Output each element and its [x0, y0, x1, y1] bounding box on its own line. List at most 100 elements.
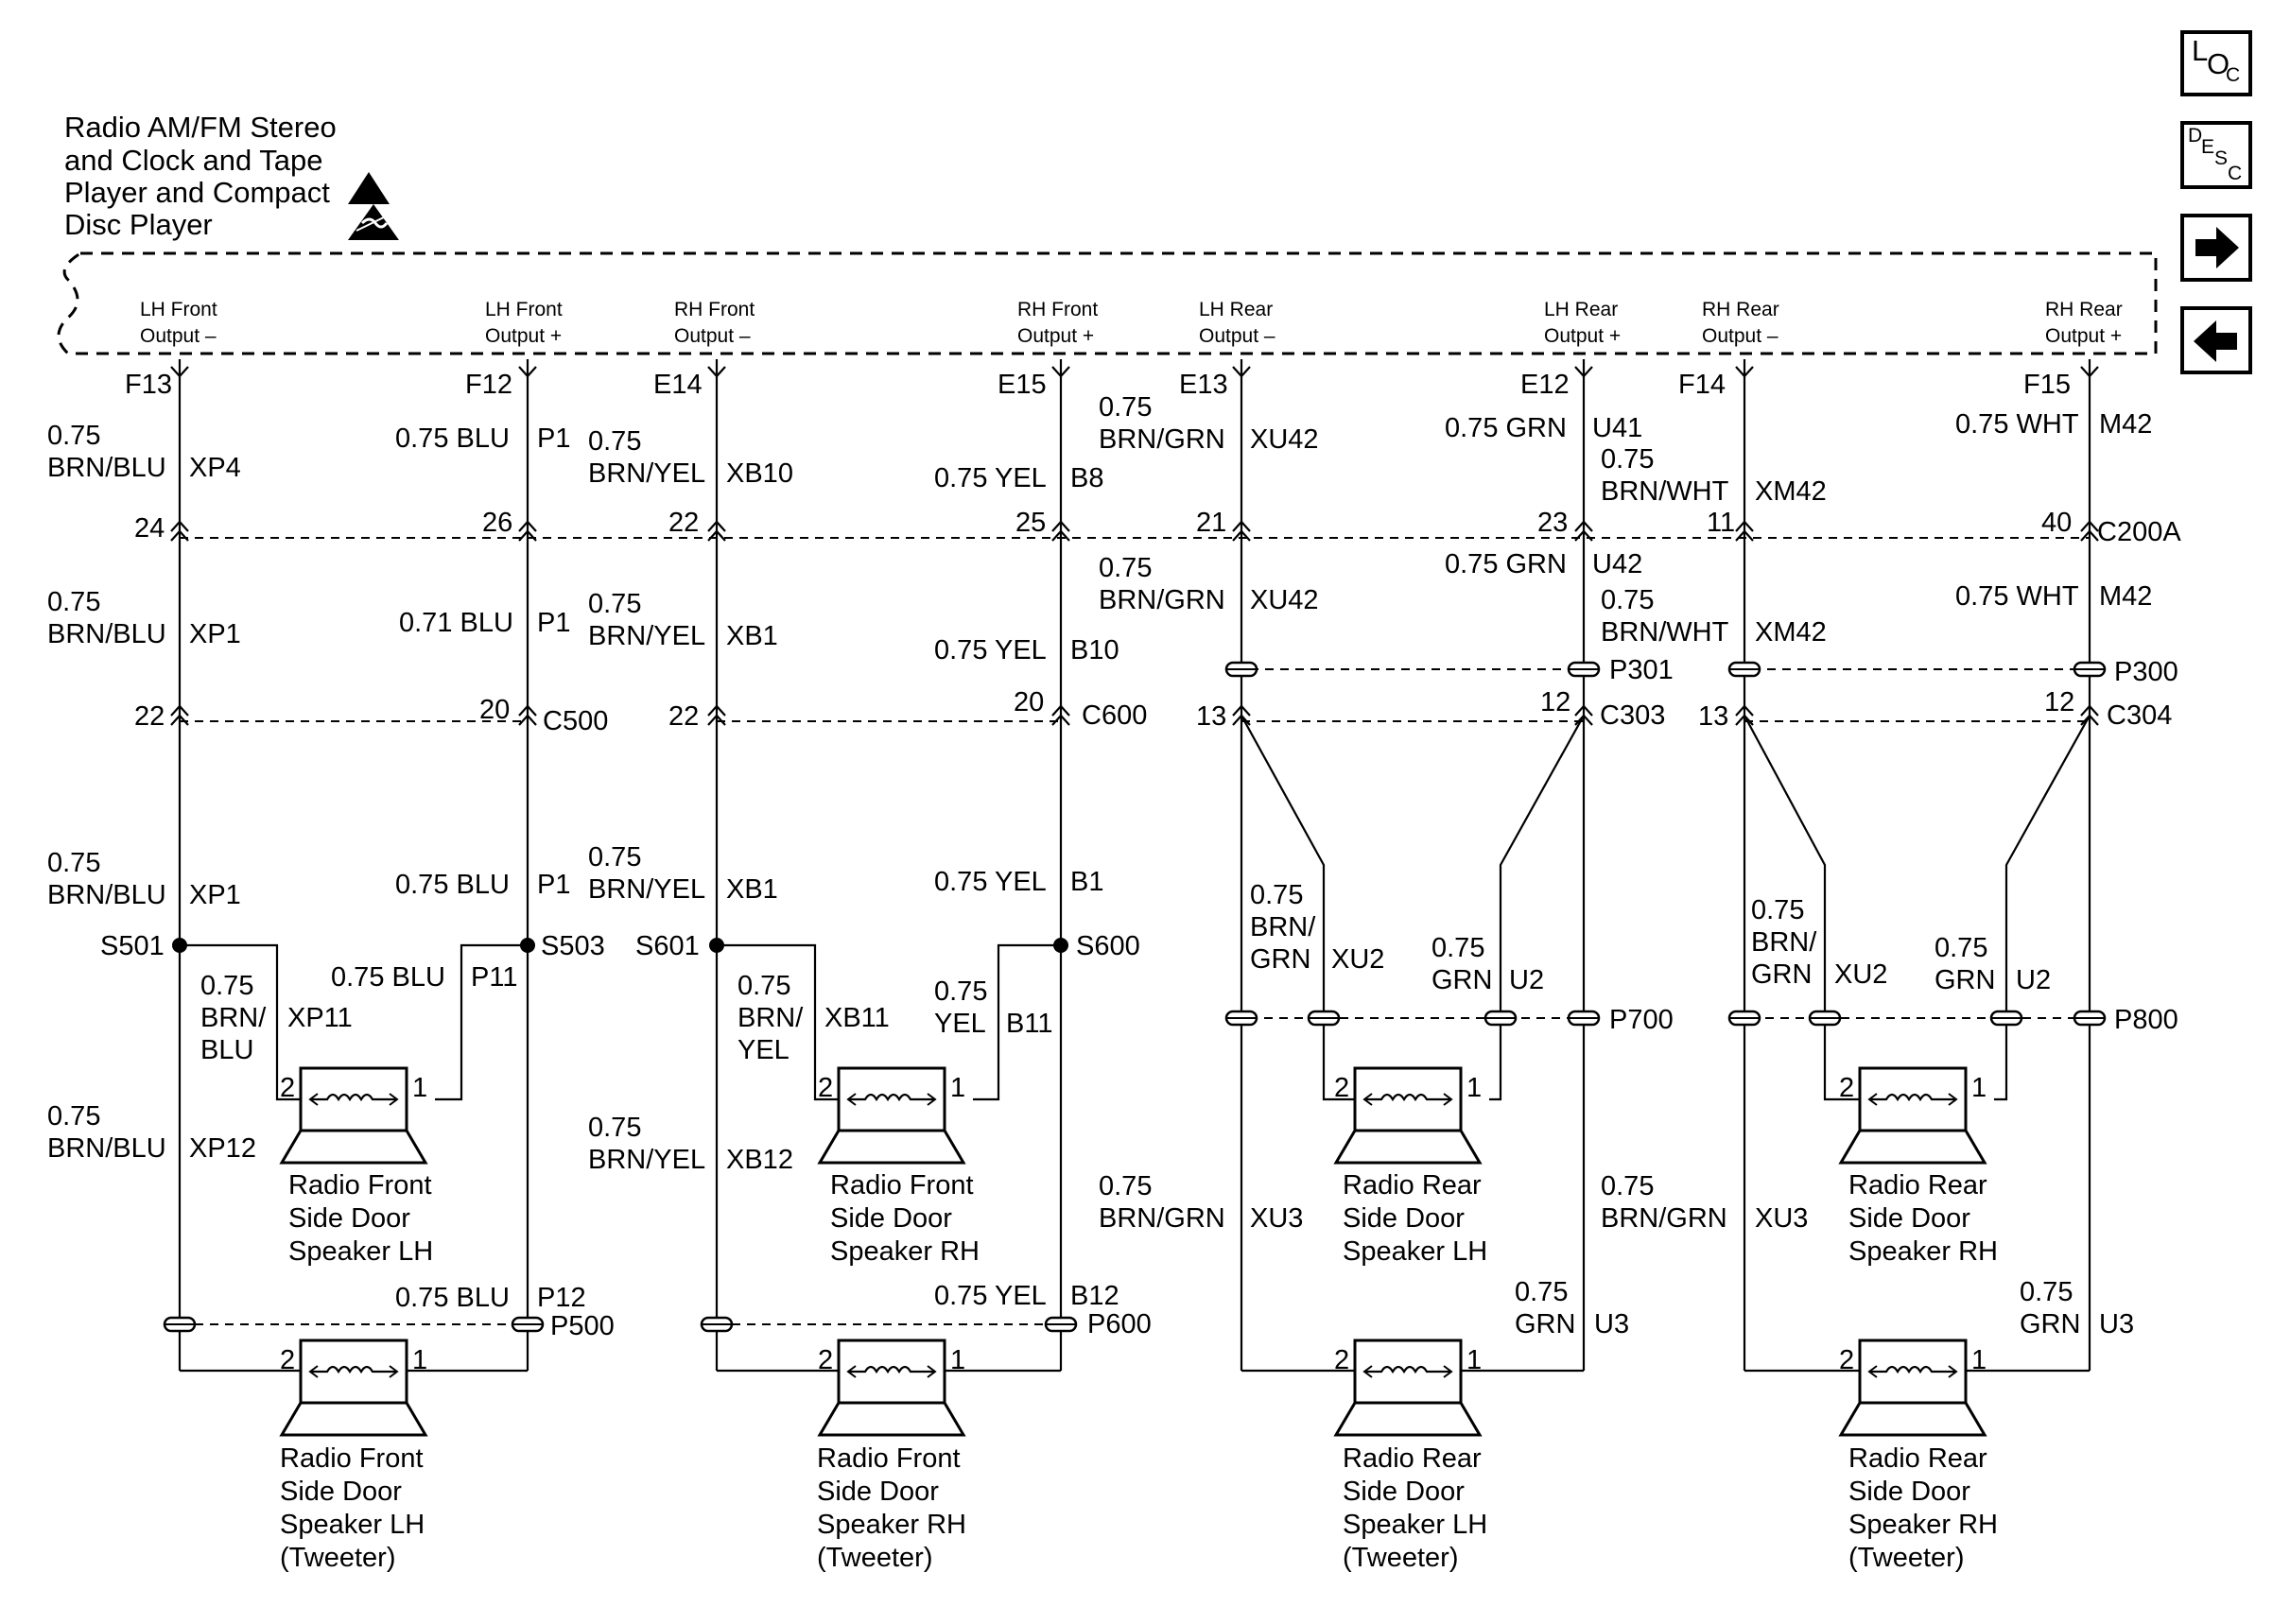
output-label: Output –	[140, 325, 217, 347]
wire-gauge-color: 0.75 YEL	[934, 1281, 1047, 1311]
connector-pin: 20	[1014, 687, 1044, 717]
pass-through-label: P301	[1609, 655, 1674, 685]
speaker-pin-number: 1	[1971, 1073, 1987, 1103]
wire-gauge-color: GRN	[2020, 1309, 2080, 1339]
module-pin-markers	[170, 366, 2099, 378]
speaker-caption: Side Door	[280, 1477, 402, 1507]
desc-char: S	[2214, 147, 2228, 169]
speaker-pin-number: 2	[818, 1073, 833, 1103]
wire-gauge-color: 0.75	[1935, 933, 1987, 963]
connector-name: C500	[543, 706, 608, 736]
module-title-line: Player and Compact	[64, 176, 330, 209]
splice-dots	[172, 938, 1068, 953]
connector-name: C304	[2107, 700, 2172, 731]
wire-circuit: U3	[1594, 1309, 1629, 1339]
pass-through-label: P300	[2114, 657, 2178, 687]
module-boundary	[57, 251, 2158, 355]
connector-pin: 22	[668, 508, 699, 538]
wire-circuit: M42	[2099, 409, 2152, 440]
wire-circuit: U2	[2016, 965, 2051, 995]
speaker-caption: Speaker LH	[280, 1510, 425, 1540]
wire-circuit: XU42	[1250, 424, 1319, 455]
output-pin-id: E14	[653, 370, 703, 400]
wire-circuit: B12	[1070, 1281, 1119, 1311]
speaker-pin-number: 2	[1334, 1073, 1349, 1103]
speaker-pin-number: 2	[280, 1345, 295, 1375]
wire-circuit: XP11	[287, 1003, 353, 1033]
speaker-caption: Radio Rear	[1848, 1443, 1987, 1474]
wire-gauge-color: BRN/GRN	[1099, 1203, 1225, 1234]
desc-char: D	[2188, 125, 2202, 147]
wire-circuit: U41	[1592, 413, 1642, 443]
speaker-caption: Radio Front	[280, 1443, 424, 1474]
connector-pin: 24	[134, 513, 165, 544]
wire-gauge-color: BRN/	[1751, 927, 1817, 958]
wire-gauge-color: 0.75 YEL	[934, 635, 1047, 665]
wire-circuit: U3	[2099, 1309, 2134, 1339]
wire-circuit: XP1	[189, 880, 241, 910]
output-pin-id: E12	[1520, 370, 1570, 400]
desc-button[interactable]: D E S C	[2180, 121, 2252, 189]
output-label: Output +	[485, 325, 562, 347]
output-pin-id: F12	[465, 370, 512, 400]
wire-gauge-color: 0.75 BLU	[395, 1283, 510, 1313]
wire-circuit: B11	[1006, 1009, 1052, 1039]
esd-warning-icon	[348, 172, 399, 240]
module-outputs: LH Front Output – LH Front Output + RH F…	[125, 299, 2123, 400]
speaker-caption: Radio Front	[830, 1170, 974, 1201]
wire-gauge-color: BRN/BLU	[47, 619, 166, 649]
wire-gauge-color: 0.75	[1099, 553, 1152, 583]
connector-pin: 12	[2044, 687, 2074, 717]
pass-through-label: P700	[1609, 1005, 1674, 1035]
connector-pin: 13	[1698, 701, 1728, 732]
right-arrow-icon	[2195, 227, 2239, 268]
wire-gauge-color: 0.75 GRN	[1445, 413, 1567, 443]
speaker-pin-number: 1	[950, 1073, 965, 1103]
speaker-pin-number: 2	[1839, 1345, 1854, 1375]
wires	[178, 359, 2091, 1373]
loc-button[interactable]: L O C	[2180, 30, 2252, 96]
coil-icon	[848, 1093, 935, 1102]
wire-circuit: XB1	[726, 874, 778, 905]
wire-gauge-color: 0.75	[588, 842, 641, 872]
output-label: Output +	[1017, 325, 1094, 347]
wire-gauge-color: YEL	[934, 1009, 986, 1039]
next-page-button[interactable]	[2180, 214, 2252, 282]
wire-circuit: XU42	[1250, 585, 1319, 615]
module-title: Radio AM/FM Stereo and Clock and Tape Pl…	[64, 111, 337, 241]
wire-gauge-color: 0.75 WHT	[1955, 581, 2079, 612]
speaker-caption: Side Door	[830, 1203, 952, 1234]
wire-circuit: XB12	[726, 1145, 793, 1175]
wire-circuit: XU3	[1250, 1203, 1303, 1234]
wire-circuit: XU2	[1331, 944, 1384, 975]
connector-pin: 20	[479, 695, 510, 725]
wire-gauge-color: 0.75	[1431, 933, 1484, 963]
wire-circuit: P1	[537, 608, 570, 638]
wire-circuit: XP12	[189, 1133, 256, 1164]
wire-gauge-color: BRN/YEL	[588, 874, 705, 905]
speaker-pin-number: 1	[1971, 1345, 1987, 1375]
wire-gauge-color: 0.75	[1601, 444, 1654, 475]
output-label: LH Rear	[1199, 299, 1273, 320]
previous-page-button[interactable]	[2180, 306, 2252, 374]
output-label: LH Rear	[1544, 299, 1618, 320]
wire-gauge-color: 0.75	[2020, 1277, 2073, 1307]
output-label: LH Front	[140, 299, 217, 320]
wire-circuit: P12	[537, 1283, 586, 1313]
wire-circuit: P1	[537, 870, 570, 900]
output-label: Output –	[674, 325, 751, 347]
speaker-caption: (Tweeter)	[1343, 1543, 1458, 1573]
left-arrow-icon	[2194, 320, 2237, 362]
speaker-caption: Speaker RH	[830, 1236, 980, 1267]
pass-through-label: P800	[2114, 1005, 2178, 1035]
speaker-pin-number: 1	[1466, 1073, 1482, 1103]
splice-label: S600	[1076, 931, 1140, 961]
wire-circuit: B1	[1070, 867, 1103, 897]
speaker-pin-number: 2	[1839, 1073, 1854, 1103]
loc-char: C	[2226, 64, 2240, 86]
connector-pin-markers	[170, 520, 2099, 726]
